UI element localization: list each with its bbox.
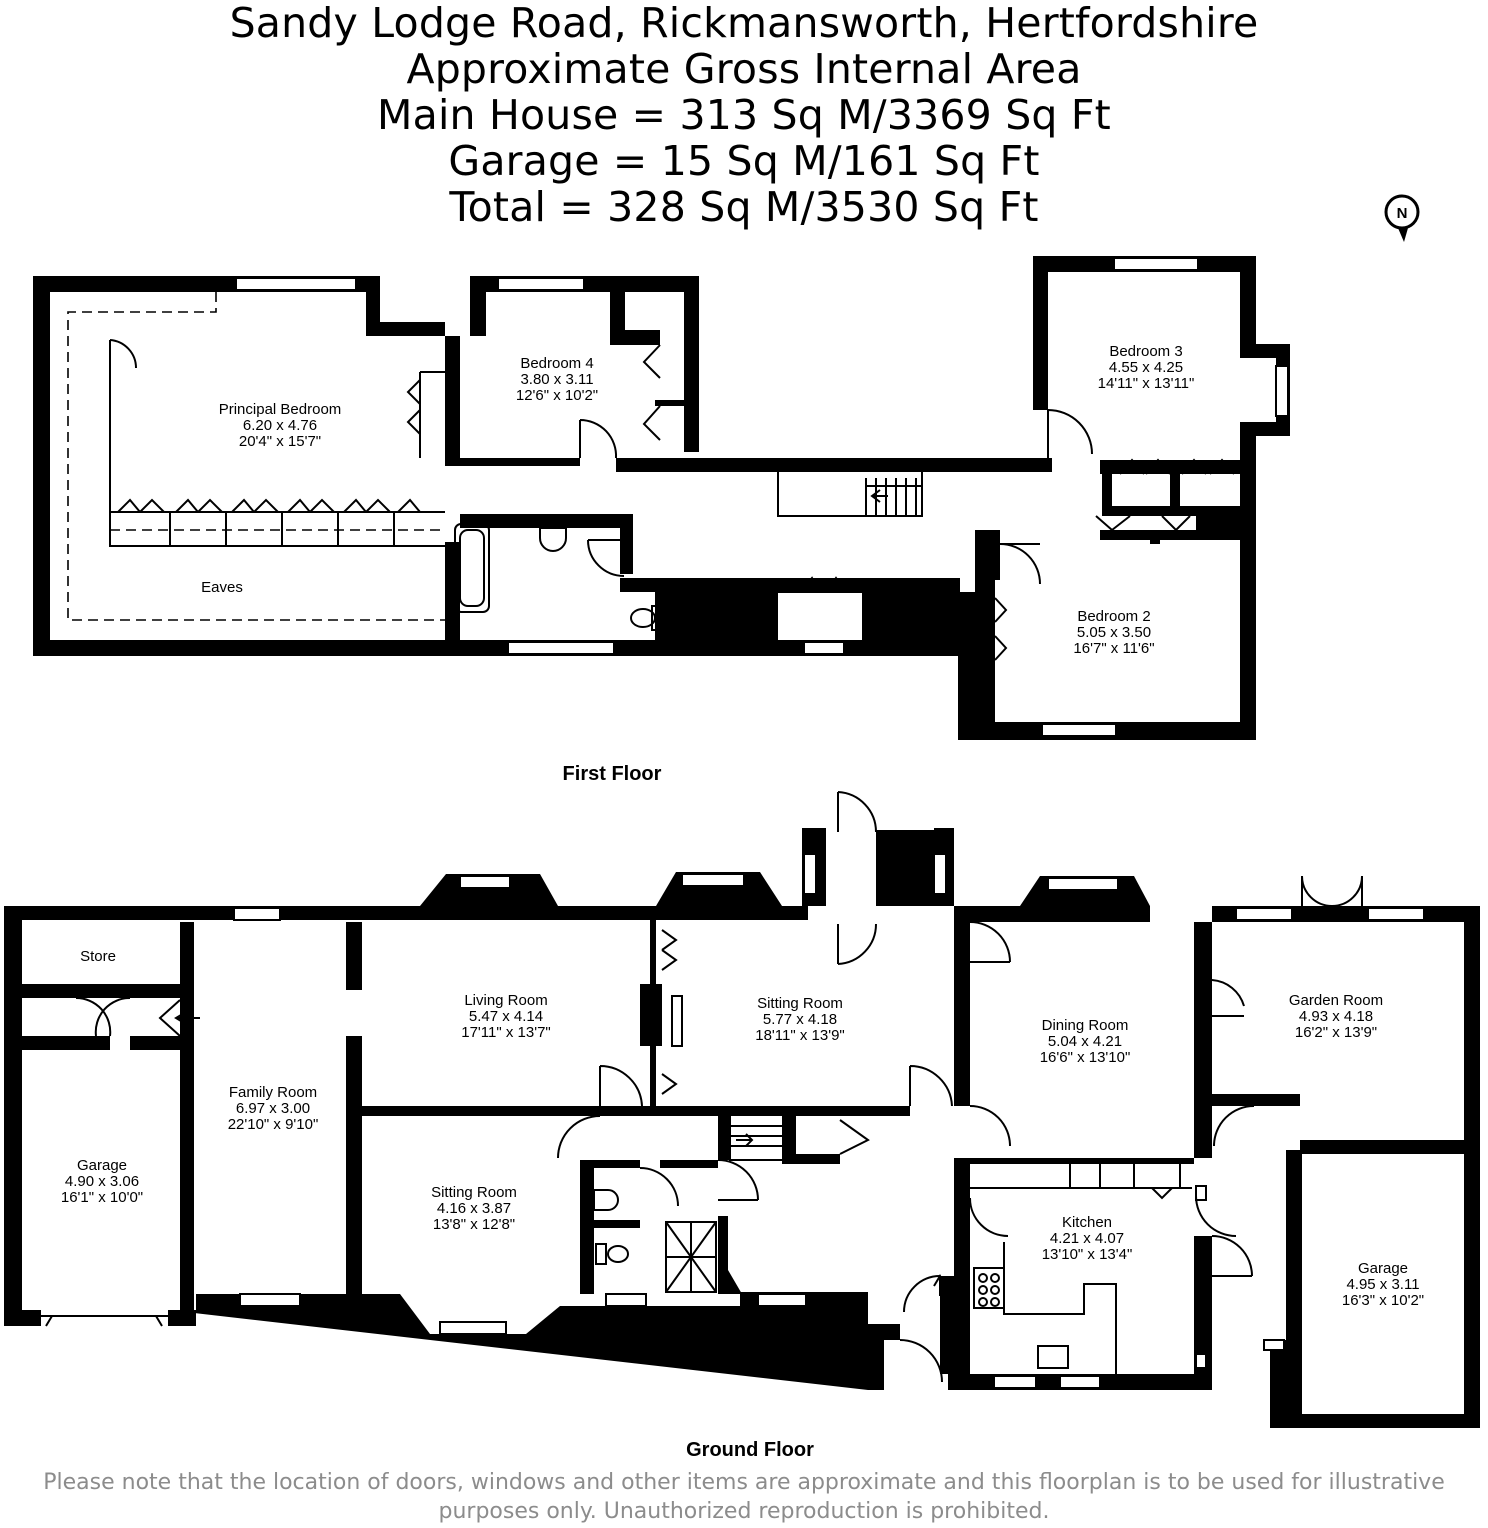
- svg-text:4.16 x 3.87: 4.16 x 3.87: [437, 1200, 511, 1217]
- svg-text:20'4" x 15'7": 20'4" x 15'7": [239, 433, 321, 450]
- garage-area: Garage = 15 Sq M/161 Sq Ft: [448, 137, 1040, 185]
- svg-text:22'10" x 9'10": 22'10" x 9'10": [228, 1116, 319, 1133]
- disclaimer-line-1: Please note that the location of doors, …: [43, 1470, 1445, 1495]
- svg-text:6.97 x 3.00: 6.97 x 3.00: [236, 1100, 310, 1117]
- room-label-dining-room: Dining Room 5.04 x 4.21 16'6" x 13'10": [1040, 1017, 1131, 1066]
- ground-floor-label: Ground Floor: [686, 1439, 814, 1461]
- ground-floor-outer-walls: [4, 828, 826, 1326]
- room-label-bedroom-2: Bedroom 2 5.05 x 3.50 16'7" x 11'6": [1073, 608, 1154, 657]
- svg-text:16'6" x 13'10": 16'6" x 13'10": [1040, 1049, 1131, 1066]
- svg-text:Bedroom 2: Bedroom 2: [1077, 608, 1150, 625]
- svg-text:Bedroom 4: Bedroom 4: [520, 355, 593, 372]
- room-label-garage-right: Garage 4.95 x 3.11 16'3" x 10'2": [1342, 1260, 1424, 1309]
- svg-text:16'7" x 11'6": 16'7" x 11'6": [1073, 640, 1154, 657]
- ground-floor-plan: [4, 791, 1480, 1428]
- svg-text:13'8" x 12'8": 13'8" x 12'8": [433, 1216, 515, 1233]
- svg-text:16'1" x 10'0": 16'1" x 10'0": [61, 1189, 143, 1206]
- svg-text:17'11" x 13'7": 17'11" x 13'7": [461, 1024, 551, 1041]
- svg-text:5.05 x 3.50: 5.05 x 3.50: [1077, 624, 1151, 641]
- room-label-kitchen: Kitchen 4.21 x 4.07 13'10" x 13'4": [1042, 1214, 1133, 1263]
- svg-text:Living Room: Living Room: [464, 992, 547, 1009]
- address-title: Sandy Lodge Road, Rickmansworth, Hertfor…: [229, 0, 1259, 47]
- svg-text:14'11" x 13'11": 14'11" x 13'11": [1098, 375, 1195, 392]
- first-floor-labels: Principal Bedroom 6.20 x 4.76 20'4" x 15…: [201, 343, 1194, 785]
- svg-text:Sitting Room: Sitting Room: [757, 995, 843, 1012]
- store-label: Store: [80, 948, 116, 965]
- area-title: Approximate Gross Internal Area: [406, 45, 1082, 93]
- svg-text:Sitting Room: Sitting Room: [431, 1184, 517, 1201]
- svg-text:Dining Room: Dining Room: [1042, 1017, 1129, 1034]
- svg-text:3.80 x 3.11: 3.80 x 3.11: [520, 371, 593, 388]
- svg-text:5.77 x 4.18: 5.77 x 4.18: [763, 1011, 837, 1028]
- compass-label: N: [1397, 205, 1408, 222]
- svg-text:16'3" x 10'2": 16'3" x 10'2": [1342, 1292, 1424, 1309]
- svg-text:4.93 x 4.18: 4.93 x 4.18: [1299, 1008, 1373, 1025]
- svg-text:Garden Room: Garden Room: [1289, 992, 1383, 1009]
- disclaimer-line-2: purposes only. Unauthorized reproduction…: [438, 1499, 1050, 1524]
- first-floor-outer-walls: [33, 276, 445, 656]
- room-label-sitting-room-small: Sitting Room 4.16 x 3.87 13'8" x 12'8": [431, 1184, 517, 1233]
- svg-text:16'2" x 13'9": 16'2" x 13'9": [1295, 1024, 1377, 1041]
- header: Sandy Lodge Road, Rickmansworth, Hertfor…: [0, 0, 1488, 230]
- room-label-garage-left: Garage 4.90 x 3.06 16'1" x 10'0": [61, 1157, 143, 1206]
- svg-text:Garage: Garage: [1358, 1260, 1408, 1277]
- room-label-bedroom-3: Bedroom 3 4.55 x 4.25 14'11" x 13'11": [1098, 343, 1195, 392]
- svg-text:Bedroom 3: Bedroom 3: [1109, 343, 1182, 360]
- north-compass-icon: N: [1384, 194, 1420, 242]
- svg-text:5.47 x 4.14: 5.47 x 4.14: [469, 1008, 543, 1025]
- svg-text:13'10" x 13'4": 13'10" x 13'4": [1042, 1246, 1133, 1263]
- total-area: Total = 328 Sq M/3530 Sq Ft: [449, 183, 1039, 231]
- svg-text:5.04 x 4.21: 5.04 x 4.21: [1048, 1033, 1122, 1050]
- room-label-bedroom-4: Bedroom 4 3.80 x 3.11 12'6" x 10'2": [516, 355, 598, 404]
- room-label-living-room: Living Room 5.47 x 4.14 17'11" x 13'7": [461, 992, 551, 1041]
- svg-text:4.95 x 3.11: 4.95 x 3.11: [1346, 1276, 1419, 1293]
- svg-text:Family Room: Family Room: [229, 1084, 317, 1101]
- svg-text:4.55 x 4.25: 4.55 x 4.25: [1109, 359, 1183, 376]
- svg-text:12'6" x 10'2": 12'6" x 10'2": [516, 387, 598, 404]
- room-label-garden-room: Garden Room 4.93 x 4.18 16'2" x 13'9": [1289, 992, 1383, 1041]
- room-label-principal-bedroom: Principal Bedroom 6.20 x 4.76 20'4" x 15…: [219, 401, 342, 450]
- first-floor-plan: [33, 256, 1290, 740]
- first-floor-label: First Floor: [563, 763, 662, 785]
- svg-text:4.90 x 3.06: 4.90 x 3.06: [65, 1173, 139, 1190]
- svg-text:Principal Bedroom: Principal Bedroom: [219, 401, 342, 418]
- svg-text:18'11" x 13'9": 18'11" x 13'9": [755, 1027, 845, 1044]
- room-label-sitting-room-large: Sitting Room 5.77 x 4.18 18'11" x 13'9": [755, 995, 845, 1044]
- svg-text:Kitchen: Kitchen: [1062, 1214, 1112, 1231]
- ground-floor-labels: Store Garage 4.90 x 3.06 16'1" x 10'0" F…: [61, 948, 1424, 1461]
- disclaimer: Please note that the location of doors, …: [0, 1468, 1488, 1526]
- eaves-label: Eaves: [201, 579, 243, 596]
- room-label-family-room: Family Room 6.97 x 3.00 22'10" x 9'10": [228, 1084, 319, 1133]
- svg-text:Garage: Garage: [77, 1157, 127, 1174]
- main-house-area: Main House = 313 Sq M/3369 Sq Ft: [377, 91, 1111, 139]
- svg-text:6.20 x 4.76: 6.20 x 4.76: [243, 417, 317, 434]
- svg-text:4.21 x 4.07: 4.21 x 4.07: [1050, 1230, 1124, 1247]
